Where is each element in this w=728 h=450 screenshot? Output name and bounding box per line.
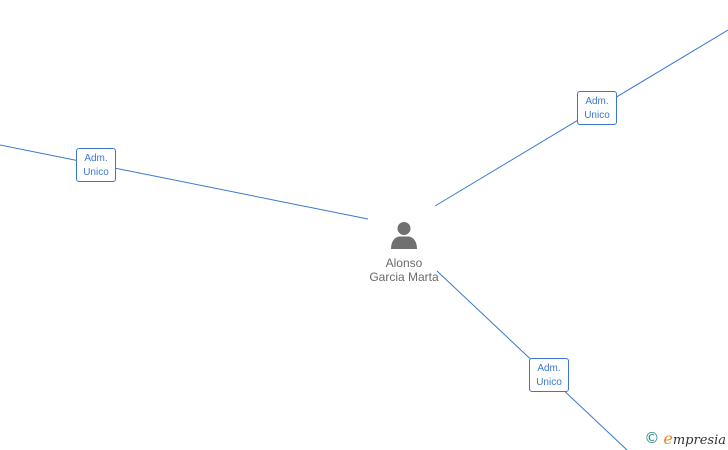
relation-role-line2: Unico [536,377,562,388]
person-name-line1: Alonso [385,256,423,270]
relation-role-line2: Unico [83,167,109,178]
relation-label-bottom-right[interactable]: Adm. Unico [529,358,569,392]
brand-logo-first-letter: e [663,428,673,448]
relation-label-top-right[interactable]: Adm. Unico [577,91,617,125]
person-node[interactable]: Alonso Garcia Marta [362,220,446,284]
relation-label-left[interactable]: Adm. Unico [76,148,116,182]
relation-role-line1: Adm. [537,363,561,374]
edge-left [0,144,369,220]
brand-logo-rest: mpresia [672,432,726,448]
brand-watermark: © empresia [644,428,726,448]
relation-role-line1: Adm. [84,153,108,164]
relation-role-line1: Adm. [585,96,609,107]
copyright-icon: © [644,429,660,447]
relation-role-line2: Unico [584,110,610,121]
brand-logo: empresia [663,429,726,448]
person-name: Alonso Garcia Marta [362,256,446,284]
person-icon [391,222,417,249]
person-name-line2: Garcia Marta [369,270,439,284]
